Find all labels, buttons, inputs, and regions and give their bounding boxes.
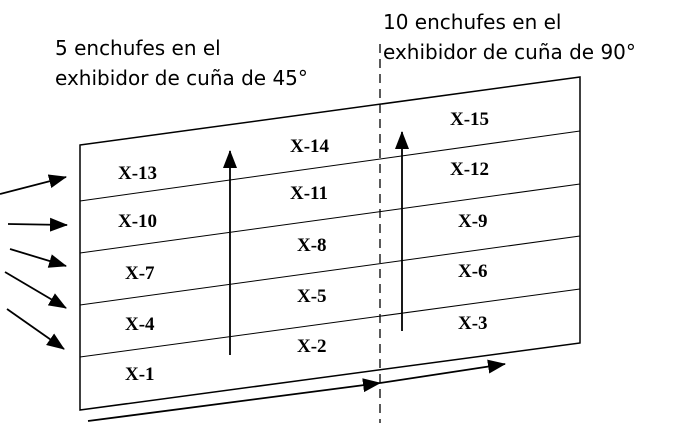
row-divider bbox=[79, 130, 581, 202]
panel-outline bbox=[79, 76, 581, 411]
incoming-arrow-5 bbox=[6, 308, 65, 350]
caption-90-degree: 10 enchufes en el exhibidor de cuña de 9… bbox=[383, 7, 636, 67]
cell-label-x6: X-6 bbox=[458, 261, 488, 282]
incoming-arrow-4 bbox=[4, 271, 67, 309]
caption-90-line-2: exhibidor de cuña de 90° bbox=[383, 40, 636, 64]
caption-45-line-2: exhibidor de cuña de 45° bbox=[55, 66, 308, 90]
row-divider bbox=[79, 235, 581, 306]
cell-label-x13: X-13 bbox=[118, 163, 157, 184]
row-divider bbox=[79, 183, 581, 254]
cell-label-x3: X-3 bbox=[458, 313, 488, 334]
caption-45-degree: 5 enchufes en el exhibidor de cuña de 45… bbox=[55, 33, 308, 93]
cell-label-x5: X-5 bbox=[297, 286, 327, 307]
caption-45-line-1: 5 enchufes en el bbox=[55, 36, 221, 60]
cell-label-x1: X-1 bbox=[125, 364, 155, 385]
bottom-arrow-segment-1 bbox=[87, 378, 381, 422]
cell-label-x10: X-10 bbox=[118, 211, 157, 232]
cell-label-x4: X-4 bbox=[125, 314, 155, 335]
cell-label-x8: X-8 bbox=[297, 235, 327, 256]
caption-90-line-1: 10 enchufes en el bbox=[383, 10, 562, 34]
cell-label-x14: X-14 bbox=[290, 136, 330, 157]
incoming-arrow-2 bbox=[7, 217, 68, 232]
cell-label-x9: X-9 bbox=[458, 211, 488, 232]
cell-label-x12: X-12 bbox=[450, 159, 489, 180]
cell-label-x2: X-2 bbox=[297, 336, 327, 357]
bottom-arrow-segment-2 bbox=[379, 359, 506, 384]
incoming-arrow-1 bbox=[0, 174, 67, 195]
cell-label-x7: X-7 bbox=[125, 263, 155, 284]
cell-label-x11: X-11 bbox=[290, 183, 328, 204]
row-divider bbox=[79, 288, 581, 358]
cell-label-x15: X-15 bbox=[450, 109, 489, 130]
incoming-arrow-3 bbox=[9, 248, 67, 268]
